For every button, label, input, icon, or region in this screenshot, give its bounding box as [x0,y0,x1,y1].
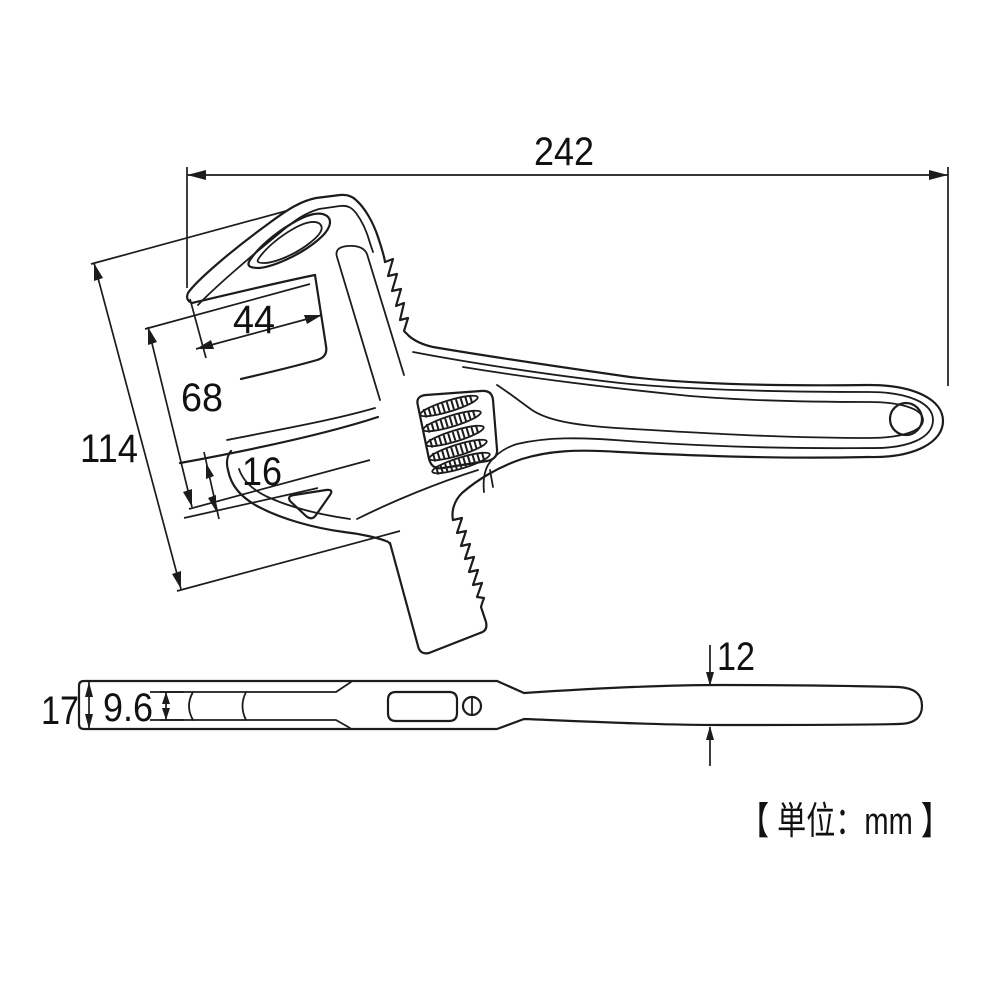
fixed-jaw-hole-outer [247,212,332,270]
arrowhead-bottom [208,495,216,511]
arrowhead-right [304,315,322,324]
arrowhead-top [85,682,93,697]
worm-thread-hatch [434,451,488,475]
worm-thread-outline [422,409,482,433]
rack-bar-lower [388,516,488,655]
extension-line [144,283,371,510]
movable-jaw [178,407,392,546]
side-profile-outline [77,679,924,731]
extension-line [186,167,949,386]
fixed-jaw-inner-contour [197,204,374,306]
worm-window-frame [416,389,499,470]
side-view-wrench [77,679,924,731]
dim-web-thickness: 9.6 [103,686,184,730]
movable-jaw-outline [225,449,392,546]
dim-label-242: 242 [534,130,594,174]
rack-teeth-lower [427,516,488,655]
extension-line [183,487,319,519]
dim-label-44: 44 [233,298,275,342]
arrowhead-right [929,170,948,180]
fixed-jaw-outline [186,193,387,305]
arrowhead-bottom [172,571,181,589]
side-web-bottom-line [159,719,351,729]
movable-jaw-face-chamfer [226,407,376,441]
hang-hole [888,401,924,437]
arrowhead-bottom [162,708,170,720]
unit-note: 【 単位：mm 】 [740,801,950,843]
worm-thread-outline [428,438,488,462]
dim-label-16: 16 [242,450,282,494]
fixed-jaw-lower-face [190,273,317,305]
movable-jaw-face [178,415,380,465]
dim-jaw-tip-thickness: 16 [183,450,319,520]
worm-thread-outline [431,451,491,475]
handle-inner-contour-1 [412,351,934,493]
arrowhead-bottom [183,489,192,507]
arrowhead-top [148,327,157,345]
dim-max-opening: 68 [144,283,371,510]
arrowhead-top [94,263,103,281]
jaw-back-wall [239,273,328,381]
extension-line [90,210,401,592]
dim-label-12: 12 [717,635,755,679]
arrowhead-top [162,692,170,704]
worm-thread-hatch [431,438,485,462]
parting-line-tick [489,469,494,488]
dimension-line [93,262,182,590]
dim-label-114: 114 [80,427,138,471]
dim-overall-length: 242 [186,130,949,386]
dimension-line [203,451,220,520]
worm-thread-hatch [428,424,482,448]
worm-thread-outline [419,394,479,418]
worm-thread-hatch [425,409,479,433]
worm-thread-5 [431,451,491,475]
arrowhead-bottom [85,714,93,729]
arrowhead-left [196,340,214,349]
dimension-line [147,326,193,508]
worm-thread-3 [425,424,485,448]
arrowhead-top [206,463,214,479]
head-bottom-inner-contour [356,469,479,520]
dim-handle-thickness: 12 [706,635,755,766]
side-jaw-edge-arc-2 [241,691,247,721]
movable-jaw-hole [288,488,333,520]
handle-inner-contour-2 [462,366,924,439]
dim-label-9-6: 9.6 [103,686,153,730]
worm-thread-2 [422,409,482,433]
dim-label-68: 68 [181,376,223,420]
dimension-line [195,314,323,350]
dim-head-length: 114 [80,210,401,592]
extension-line [150,691,184,721]
rack-slot-channel [335,245,405,401]
side-jaw-edge-arc-1 [188,691,194,721]
top-view-wrench [178,193,945,655]
side-web-top-line [159,681,352,693]
worm-thread-1 [419,394,479,418]
rack-teeth-upper [383,257,411,338]
fixed-jaw-hole-inner [256,221,323,264]
worm-gear [416,389,499,475]
dim-head-thickness: 17 [41,682,93,733]
arrowhead-up [706,726,714,740]
handle-outline [407,334,945,522]
side-worm-slot [386,690,459,723]
dim-label-17: 17 [41,689,79,733]
dim-jaw-depth: 44 [189,298,323,359]
arrowhead-left [187,170,206,180]
worm-thread-4 [428,438,488,462]
worm-thread-hatch [422,394,476,418]
rack-left-edge [388,541,431,655]
arrowhead-down [706,672,714,686]
worm-thread-outline [425,424,485,448]
